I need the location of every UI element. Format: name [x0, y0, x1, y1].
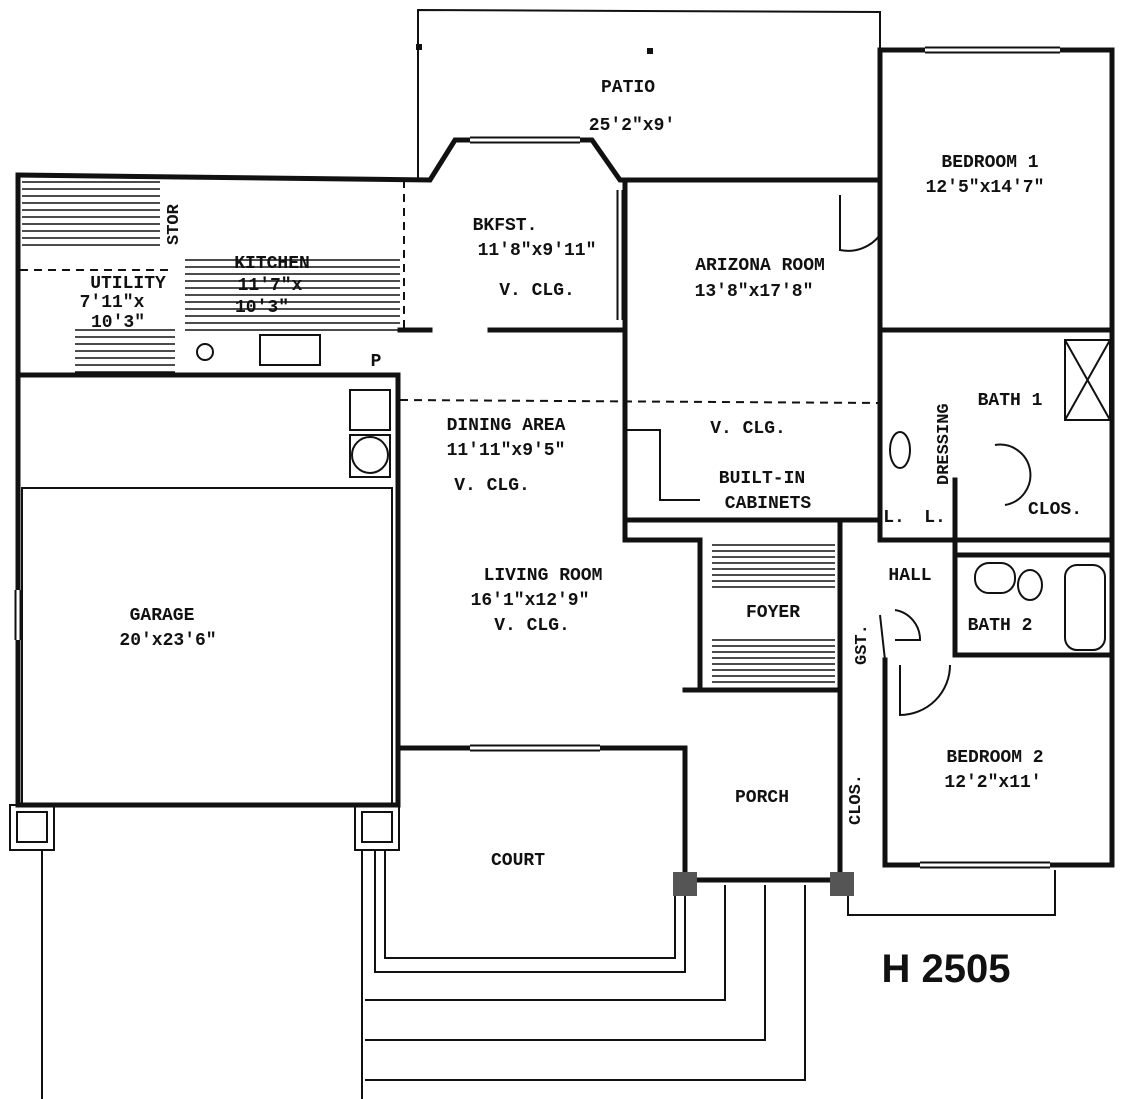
bedroom1-label: BEDROOM 1: [941, 153, 1038, 173]
bath1-label: BATH 1: [978, 391, 1043, 411]
posts: [9, 804, 854, 896]
kitchen-label: KITCHEN: [234, 254, 310, 274]
windows: [14, 46, 1060, 869]
hall-label: HALL: [888, 566, 931, 586]
dining-ceiling: V. CLG.: [454, 476, 530, 496]
arizona-label: ARIZONA ROOM: [695, 256, 825, 276]
linen2-label: L.: [924, 508, 946, 528]
fixtures: [196, 195, 1111, 717]
bkfst-label: BKFST.: [473, 216, 538, 236]
patio-label: PATIO: [601, 78, 655, 98]
foyer-label: FOYER: [746, 603, 800, 623]
clos2-label: CLOS.: [847, 774, 866, 825]
dressing-label: DRESSING: [935, 403, 954, 485]
court-label: COURT: [491, 851, 545, 871]
garage-size: 20'x23'6": [119, 631, 216, 651]
site-lines: [41, 850, 1056, 1099]
living-size: 16'1"x12'9": [471, 591, 590, 611]
dining-size: 11'11"x9'5": [447, 441, 566, 461]
bedroom2-size: 12'2"x11': [944, 773, 1041, 793]
living-label: LIVING ROOM: [484, 566, 603, 586]
bkfst-ceiling: V. CLG.: [499, 281, 575, 301]
clos1-label: CLOS.: [1028, 500, 1082, 520]
porch-label: PORCH: [735, 788, 789, 808]
bkfst-size: 11'8"x9'11": [478, 241, 597, 261]
utility-size-1: 7'11"x: [80, 293, 145, 313]
cabinets-label-1: BUILT-IN: [719, 469, 805, 489]
pantry-label: P: [371, 352, 382, 372]
dashed-lines: [20, 180, 881, 404]
kitchen-size-2: 10'3": [235, 298, 289, 318]
foyer-hatch: [712, 544, 835, 683]
dining-label: DINING AREA: [447, 416, 566, 436]
kitchen-hatch: [22, 181, 400, 373]
utility-label: UTILITY: [90, 274, 166, 294]
arizona-ceiling: V. CLG.: [710, 419, 786, 439]
patio-size: 25'2"x9': [589, 116, 675, 136]
gst-label: GST.: [853, 624, 872, 665]
arizona-size: 13'8"x17'8": [695, 282, 814, 302]
linen1-label: L.: [883, 508, 905, 528]
bedroom2-label: BEDROOM 2: [946, 748, 1043, 768]
garage-label: GARAGE: [130, 606, 195, 626]
kitchen-size-1: 11'7"x: [238, 276, 303, 296]
bedroom1-size: 12'5"x14'7": [926, 178, 1045, 198]
living-ceiling: V. CLG.: [494, 616, 570, 636]
utility-size-2: 10'3": [91, 313, 145, 333]
cabinets-label-2: CABINETS: [725, 494, 812, 514]
stor-label: STOR: [165, 203, 184, 245]
model-number: H 2505: [882, 947, 1011, 991]
bath2-label: BATH 2: [968, 616, 1033, 636]
